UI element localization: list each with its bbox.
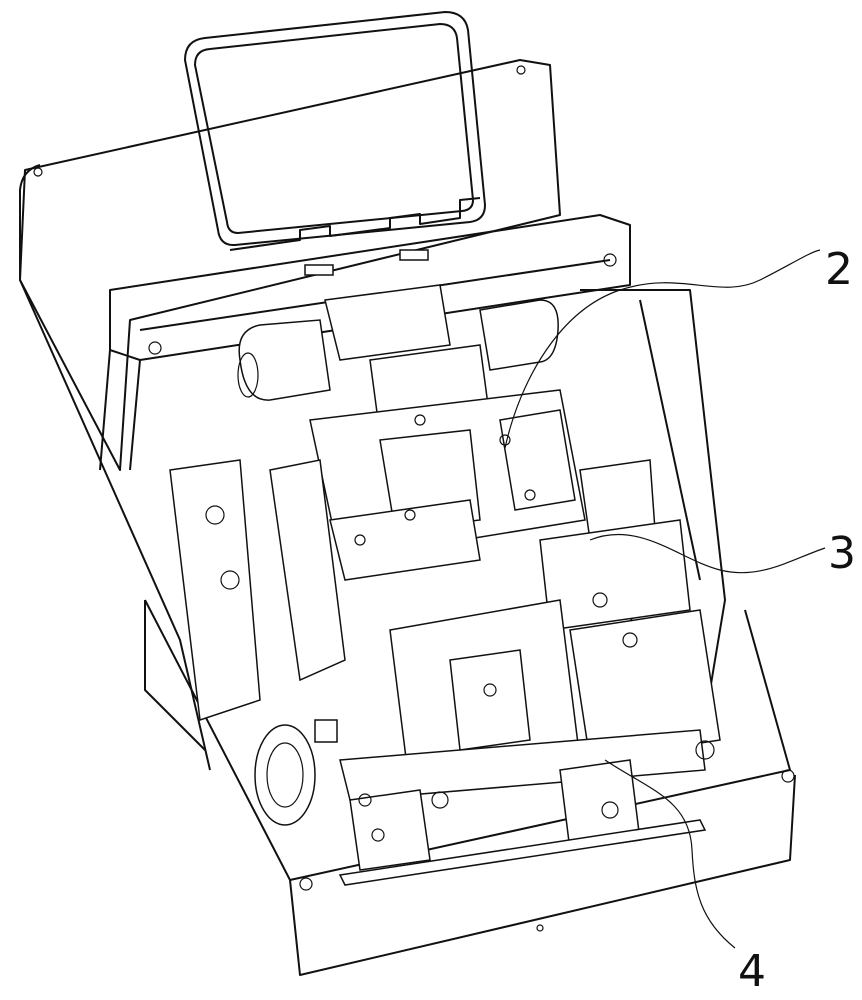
reference-label-2: 2 bbox=[825, 248, 853, 292]
reference-label-4: 4 bbox=[738, 950, 766, 994]
reference-label-3: 3 bbox=[828, 532, 856, 576]
mechanism bbox=[170, 390, 720, 885]
display-lid bbox=[185, 12, 485, 250]
